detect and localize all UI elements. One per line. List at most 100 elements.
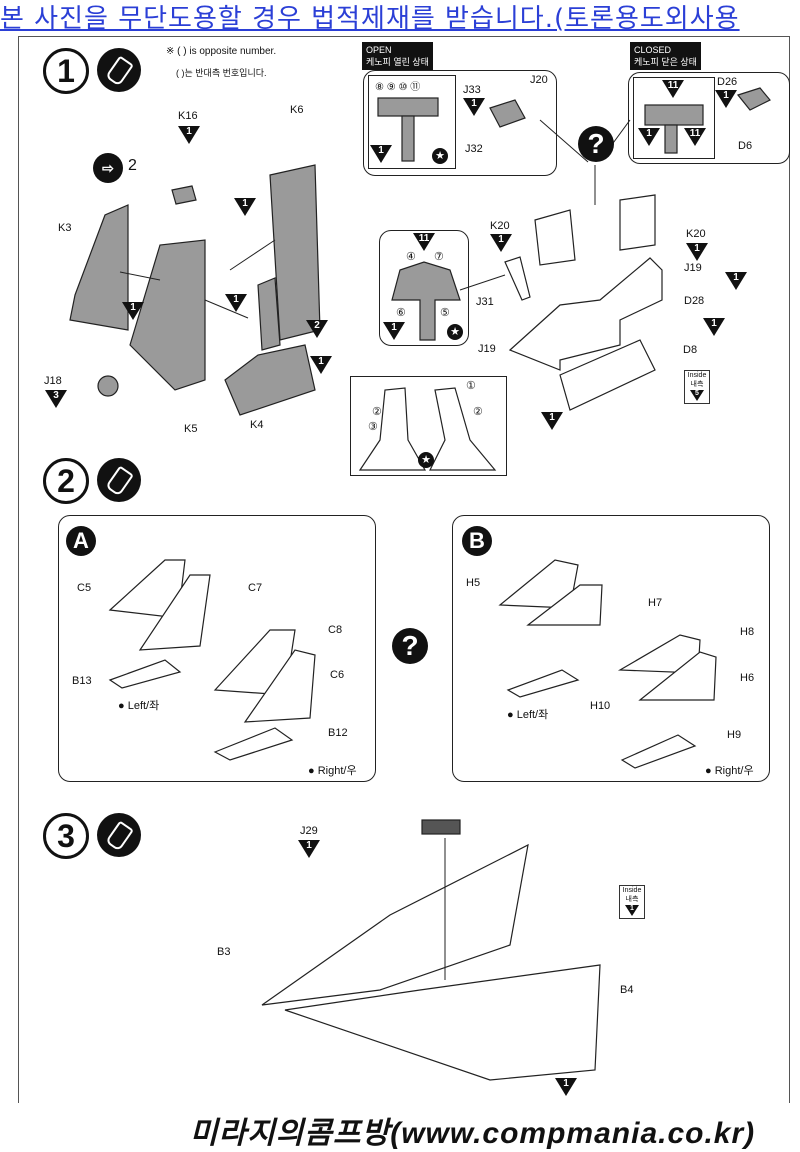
label-k5: K5 xyxy=(184,423,198,435)
left-text: Left/좌 xyxy=(127,700,160,712)
step-2-number: 2 xyxy=(43,458,89,504)
label-b4: B4 xyxy=(620,984,634,996)
dashboard-callout xyxy=(379,230,469,346)
seat-number: ② xyxy=(473,406,483,418)
part-j29 xyxy=(421,819,461,835)
part-k5 xyxy=(129,239,206,391)
part-j31 xyxy=(504,256,531,301)
right-label: ● Right/우 xyxy=(705,765,754,777)
inside-label: Inside xyxy=(622,887,642,894)
label-c7: C7 xyxy=(248,582,263,594)
label-k20: K20 xyxy=(490,220,510,232)
label-b12: B12 xyxy=(328,727,348,739)
closed-label-ko: 케노피 닫은 상태 xyxy=(634,57,697,67)
label-h6: H6 xyxy=(740,672,755,684)
option-b-box xyxy=(452,515,770,782)
label-j33: J33 xyxy=(463,84,481,96)
part-b4 xyxy=(284,964,601,1081)
dashboard-panel xyxy=(391,261,461,341)
panel-number: ④ xyxy=(406,251,416,263)
label-h5: H5 xyxy=(466,577,481,589)
part-d28-tub xyxy=(508,257,663,371)
left-label: ● Left/좌 xyxy=(118,700,160,712)
open-label-ko: 케노피 열린 상태 xyxy=(366,57,429,67)
part-h9 xyxy=(620,734,697,769)
part-d26 xyxy=(736,87,771,111)
right-text: Right/우 xyxy=(317,765,357,777)
label-k6: K6 xyxy=(290,104,304,116)
dial-numbers: ⑧ ⑨ ⑩ ⑪ xyxy=(375,82,421,93)
seat-number: ③ xyxy=(368,421,378,433)
panel-number: ⑦ xyxy=(434,251,444,263)
label-h9: H9 xyxy=(727,729,742,741)
label-j31: J31 xyxy=(476,296,494,308)
cement-tube-icon xyxy=(97,813,141,857)
label-d6: D6 xyxy=(738,140,753,152)
seat-number: ① xyxy=(466,380,476,392)
label-k16: K16 xyxy=(178,110,198,122)
seat-number: ② xyxy=(372,406,382,418)
label-k4: K4 xyxy=(250,419,264,431)
closed-callout xyxy=(628,72,790,164)
label-j18: J18 xyxy=(44,375,62,387)
label-c8: C8 xyxy=(328,624,343,636)
part-k3 xyxy=(69,204,129,331)
right-label: ● Right/우 xyxy=(308,765,357,777)
footer-watermark: 미라지의콤프방(www.compmania.co.kr) xyxy=(190,1117,756,1150)
question-icon: ? xyxy=(392,628,428,664)
label-h10: H10 xyxy=(590,700,611,712)
seat-left xyxy=(534,209,576,266)
cement-tube-icon xyxy=(97,458,141,502)
closed-panel-box xyxy=(633,77,715,159)
part-k16 xyxy=(171,185,197,205)
label-c6: C6 xyxy=(330,669,345,681)
part-c7 xyxy=(138,574,211,651)
open-callout xyxy=(363,70,557,176)
page-frame xyxy=(18,36,790,1103)
closed-label: CLOSED xyxy=(634,45,672,55)
cement-tube-icon xyxy=(97,48,141,92)
label-d8: D8 xyxy=(683,344,698,356)
star-decal-icon: ★ xyxy=(447,324,463,340)
part-j33 xyxy=(489,99,526,128)
part-h5 xyxy=(498,559,579,609)
seat-detail-box xyxy=(350,376,507,476)
repeat-arrows-icon: ⇨ xyxy=(93,153,123,183)
inside-label: Inside xyxy=(687,372,707,379)
label-c5: C5 xyxy=(77,582,92,594)
part-b12 xyxy=(213,727,294,761)
label-j29: J29 xyxy=(300,825,318,837)
label-d28: D28 xyxy=(684,295,705,307)
color-callout: 5 xyxy=(690,390,704,401)
part-h7 xyxy=(526,584,603,626)
part-c5 xyxy=(108,559,186,619)
star-decal-icon: ★ xyxy=(432,148,448,164)
inside-label-ko: 내측 xyxy=(625,896,639,903)
inside-color-badge: Inside 내측 1 xyxy=(619,885,645,919)
open-label: OPEN xyxy=(366,45,392,55)
color-callout: 1 xyxy=(625,905,639,916)
label-j32: J32 xyxy=(465,143,483,155)
seat-right xyxy=(619,194,656,251)
option-a-letter: A xyxy=(66,526,96,556)
step-3-number: 3 xyxy=(43,813,89,859)
left-text: Left/좌 xyxy=(516,709,549,721)
part-h8 xyxy=(617,634,701,674)
label-b3: B3 xyxy=(217,946,231,958)
opposite-number-note: ※ ( ) is opposite number. xyxy=(166,46,277,57)
option-a-box xyxy=(58,515,376,782)
open-panel-box xyxy=(368,75,456,169)
star-decal-icon: ★ xyxy=(418,452,434,468)
part-d8 xyxy=(559,339,656,411)
part-k4-upper xyxy=(257,277,281,351)
seat-detail-right xyxy=(429,387,497,471)
watermark-text: 본 사진을 무단도용할 경우 법적제재를 받습니다.(토론용도외사용 xyxy=(0,4,740,34)
label-b13: B13 xyxy=(72,675,92,687)
label-j19: J19 xyxy=(684,262,702,274)
panel-number: ⑥ xyxy=(396,307,406,319)
opposite-number-note-ko: ( )는 반대측 번호입니다. xyxy=(176,68,267,78)
left-label: ● Left/좌 xyxy=(507,709,549,721)
step-1-number: 1 xyxy=(43,48,89,94)
